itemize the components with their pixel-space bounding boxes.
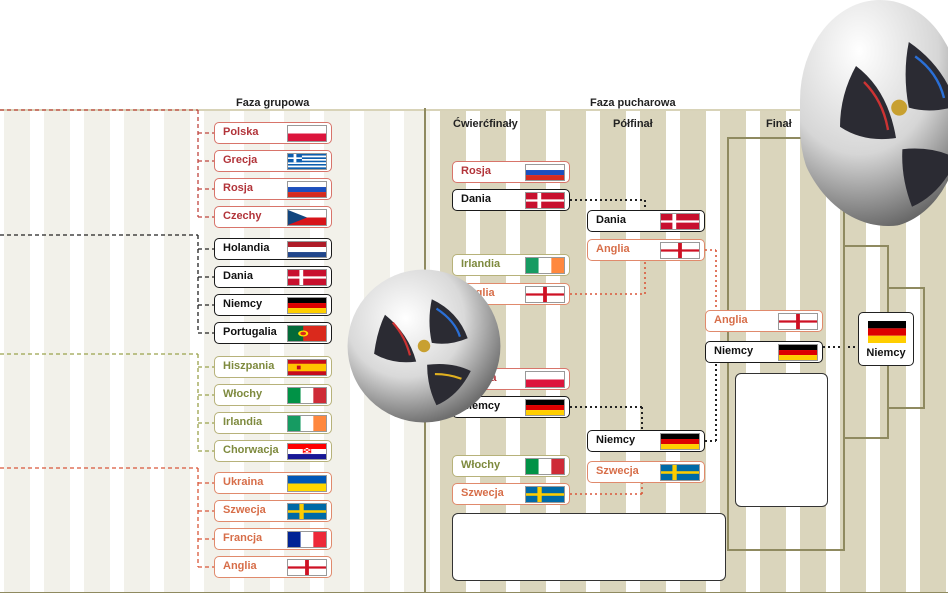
semifinal-team-box: Dania [587, 210, 705, 232]
group-team-box: Włochy [214, 384, 332, 406]
final-team-box: Anglia [705, 310, 823, 332]
flag-de-icon [660, 433, 700, 450]
champion-flag-icon [868, 321, 906, 343]
group-team-box: Irlandia [214, 412, 332, 434]
flag-en-icon [778, 313, 818, 330]
flag-de-icon [778, 344, 818, 361]
quarterfinal-team-box: Irlandia [452, 254, 570, 276]
flag-dk-icon [660, 213, 700, 230]
semifinal-score-box [452, 513, 726, 581]
group-team-box: Dania [214, 266, 332, 288]
flag-en-icon [660, 242, 700, 259]
team-name: Rosja [461, 162, 491, 181]
team-name: Szwecja [461, 484, 504, 503]
team-name: Anglia [714, 311, 748, 330]
team-name: Anglia [596, 240, 630, 259]
team-name: Niemcy [596, 431, 635, 450]
quarterfinal-title: Ćwierćfinały [453, 118, 518, 130]
semifinal-title: Półfinał [613, 118, 653, 130]
semifinal-team-box: Niemcy [587, 430, 705, 452]
group-team-box: Portugalia [214, 322, 332, 344]
group-team-box: Czechy [214, 206, 332, 228]
flag-se-icon [525, 486, 565, 503]
group-phase-title: Faza grupowa [236, 97, 309, 109]
flag-dk-icon [287, 269, 327, 286]
team-name: Niemcy [714, 342, 753, 361]
team-name: Czechy [223, 207, 262, 226]
flag-pt-icon [287, 325, 327, 342]
team-name: Anglia [223, 557, 257, 576]
flag-ie-icon [525, 257, 565, 274]
final-team-box: Niemcy [705, 341, 823, 363]
semifinal-team-box: Anglia [587, 239, 705, 261]
final-title: Finał [766, 118, 792, 130]
team-name: Holandia [223, 239, 269, 258]
champion-box: Niemcy [858, 312, 914, 366]
final-score-box [735, 373, 828, 507]
flag-de-icon [525, 399, 565, 416]
flag-en-icon [525, 286, 565, 303]
soccer-ball-large-icon [800, 0, 948, 228]
group-team-box: Anglia [214, 556, 332, 578]
flag-ru-icon [287, 181, 327, 198]
quarterfinal-team-box: Szwecja [452, 483, 570, 505]
flag-ie-icon [287, 415, 327, 432]
flag-ua-icon [287, 475, 327, 492]
quarterfinal-team-box: Włochy [452, 455, 570, 477]
flag-it-icon [525, 458, 565, 475]
flag-dk-icon [525, 192, 565, 209]
group-team-box: Szwecja [214, 500, 332, 522]
soccer-ball-icon [346, 268, 502, 424]
group-team-box: Francja [214, 528, 332, 550]
team-name: Dania [596, 211, 626, 230]
team-name: Francja [223, 529, 262, 548]
team-name: Irlandia [461, 255, 500, 274]
flag-nl-icon [287, 241, 327, 258]
team-name: Dania [461, 190, 491, 209]
champion-name: Niemcy [859, 347, 913, 359]
team-name: Polska [223, 123, 258, 142]
team-name: Portugalia [223, 323, 277, 342]
flag-en-icon [287, 559, 327, 576]
team-name: Niemcy [223, 295, 262, 314]
quarterfinal-team-box: Dania [452, 189, 570, 211]
group-team-box: Polska [214, 122, 332, 144]
flag-cz-icon [287, 209, 327, 226]
group-team-box: Rosja [214, 178, 332, 200]
flag-pl-icon [287, 125, 327, 142]
team-name: Dania [223, 267, 253, 286]
quarterfinal-team-box: Rosja [452, 161, 570, 183]
group-team-box: Chorwacja [214, 440, 332, 462]
group-team-box: Grecja [214, 150, 332, 172]
group-team-box: Ukraina [214, 472, 332, 494]
team-name: Szwecja [596, 462, 639, 481]
team-name: Ukraina [223, 473, 263, 492]
team-name: Szwecja [223, 501, 266, 520]
group-team-box: Holandia [214, 238, 332, 260]
knockout-phase-title: Faza pucharowa [590, 97, 676, 109]
flag-se-icon [287, 503, 327, 520]
group-team-box: Niemcy [214, 294, 332, 316]
team-name: Irlandia [223, 413, 262, 432]
group-team-box: Hiszpania [214, 356, 332, 378]
flag-it-icon [287, 387, 327, 404]
flag-fr-icon [287, 531, 327, 548]
team-name: Hiszpania [223, 357, 274, 376]
team-name: Włochy [461, 456, 500, 475]
flag-se-icon [660, 464, 700, 481]
team-name: Chorwacja [223, 441, 279, 460]
semifinal-team-box: Szwecja [587, 461, 705, 483]
team-name: Rosja [223, 179, 253, 198]
flag-gr-icon [287, 153, 327, 170]
team-name: Grecja [223, 151, 257, 170]
flag-es-icon [287, 359, 327, 376]
flag-de-icon [287, 297, 327, 314]
flag-ru-icon [525, 164, 565, 181]
flag-hr-icon [287, 443, 327, 460]
team-name: Włochy [223, 385, 262, 404]
flag-pl-icon [525, 371, 565, 388]
